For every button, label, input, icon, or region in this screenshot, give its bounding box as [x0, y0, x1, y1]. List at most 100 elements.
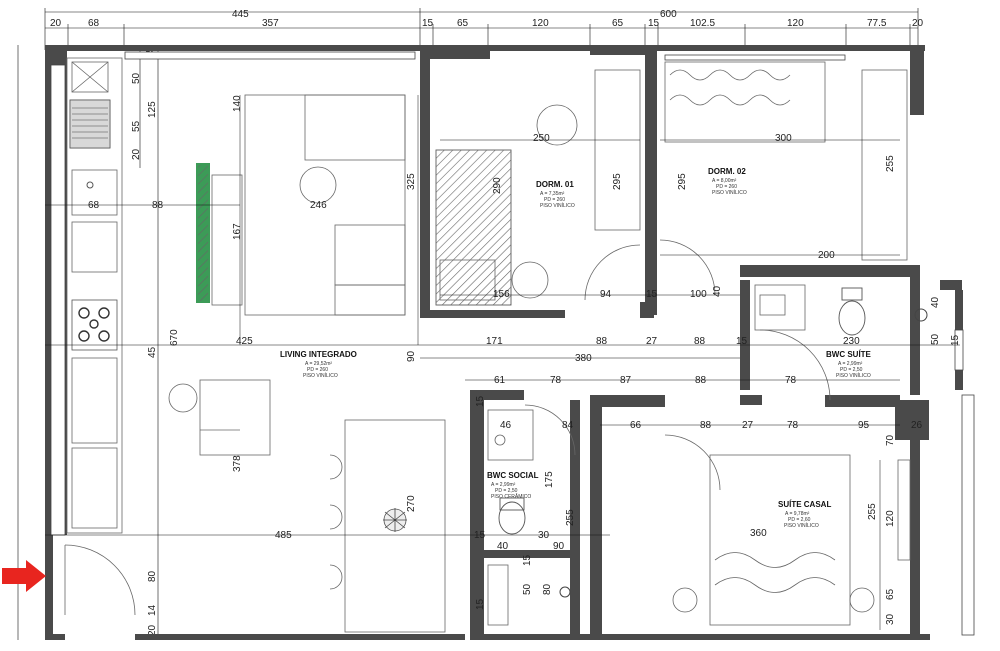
- dim-top-overall-right: 600: [660, 9, 677, 20]
- dim-interior: 270: [406, 495, 417, 512]
- room-area: A = 8,00m²: [712, 178, 737, 184]
- dining-table: [168, 379, 446, 633]
- top-dims: 20 68 357 15 65 120 65 15 102.5 120 77.5…: [50, 18, 924, 29]
- room-area: A = 2,99m²: [491, 482, 516, 488]
- dim-interior: 140: [232, 95, 243, 112]
- dim-interior: 46: [500, 420, 512, 431]
- dim-interior: 78: [787, 420, 799, 431]
- room-floor: PISO VINÍLICO: [712, 189, 747, 196]
- dim-interior: 250: [533, 133, 550, 144]
- dim-left: 14: [147, 604, 158, 616]
- room-label-bwc-suite: BWC SUÍTE A = 2,99m² PD = 2,50 PISO VINÍ…: [826, 350, 872, 379]
- room-pd: PD = 260: [716, 184, 737, 190]
- dim-top: 77.5: [867, 18, 887, 29]
- dim-interior: 100: [690, 289, 707, 300]
- room-pd: PD = 260: [307, 367, 328, 373]
- dim-top-overall-left: 445: [232, 9, 249, 20]
- dim-left: 45: [147, 346, 158, 358]
- room-pd: PD = 260: [544, 197, 565, 203]
- dim-interior: 50: [522, 583, 533, 595]
- dim-interior: 255: [885, 155, 896, 172]
- dorm2-bed: [659, 61, 908, 296]
- suite-bed: [664, 434, 911, 626]
- dim-left: 125: [147, 101, 158, 118]
- top-dimension-lines: [44, 8, 919, 50]
- dim-interior: 380: [575, 353, 592, 364]
- dim-interior: 68: [88, 200, 100, 211]
- dim-interior: 80: [542, 583, 553, 595]
- room-floor: PISO VINÍLICO: [540, 202, 575, 209]
- dim-top: 20: [50, 18, 62, 29]
- dim-interior: 300: [775, 133, 792, 144]
- room-area: A = 2,99m²: [838, 361, 863, 367]
- dim-interior: 66: [630, 420, 642, 431]
- dim-left: 50: [131, 72, 142, 84]
- dim-interior: 95: [858, 420, 870, 431]
- room-floor: PISO VINÍLICO: [303, 372, 338, 379]
- dim-interior: 15: [522, 554, 533, 566]
- room-label-dorm2: DORM. 02 A = 8,00m² PD = 260 PISO VINÍLI…: [708, 167, 747, 196]
- room-pd: PD = 2,50: [495, 488, 518, 494]
- dim-interior: 485: [275, 530, 292, 541]
- room-pd: PD = 2,60: [788, 517, 811, 523]
- sofa: [244, 94, 406, 316]
- windows: [50, 51, 975, 636]
- dim-left: 55: [131, 120, 142, 132]
- dim-left: 20: [147, 624, 158, 636]
- dim-interior: 26: [911, 420, 923, 431]
- room-floor: PISO VINÍLICO: [836, 372, 871, 379]
- dim-top: 65: [612, 18, 624, 29]
- dim-interior: 15: [646, 289, 658, 300]
- shower-drain-icon: [559, 308, 928, 598]
- dim-interior: 200: [818, 250, 835, 261]
- room-floor: PISO VINÍLICO: [784, 522, 819, 529]
- room-label-bwc-social: BWC SOCIAL A = 2,99m² PD = 2,50 PISO CER…: [487, 471, 539, 500]
- dim-interior: 171: [486, 336, 503, 347]
- room-name: BWC SOCIAL: [487, 471, 539, 480]
- dim-interior: 78: [550, 375, 562, 386]
- dim-interior: 15: [474, 530, 486, 541]
- stove-icon: [71, 299, 118, 351]
- dim-top: 20: [912, 18, 924, 29]
- dim-interior: 27: [742, 420, 754, 431]
- room-name: SUÍTE CASAL: [778, 500, 831, 509]
- dim-interior: 88: [596, 336, 608, 347]
- dim-interior: 40: [497, 541, 509, 552]
- dim-interior: 290: [492, 177, 503, 194]
- left-dims: 15 50 125 55 20 20 670 45 80 20 14: [50, 46, 180, 636]
- dim-interior: 15: [475, 395, 486, 407]
- dim-interior: 360: [750, 528, 767, 539]
- dim-interior: 255: [565, 509, 576, 526]
- dim-top: 120: [532, 18, 549, 29]
- plant-icon: [383, 508, 407, 532]
- dim-interior: 90: [553, 541, 565, 552]
- dim-interior: 50: [930, 333, 941, 345]
- dorm1-furniture: [435, 69, 641, 306]
- dim-interior: 40: [930, 296, 941, 308]
- dim-top: 120: [787, 18, 804, 29]
- room-label-suite: SUÍTE CASAL A = 9,78m² PD = 2,60 PISO VI…: [778, 500, 831, 529]
- tv-panel: [196, 163, 243, 306]
- room-label-dorm1: DORM. 01 A = 7,35m² PD = 260 PISO VINÍLI…: [536, 180, 575, 209]
- dim-interior: 255: [867, 503, 878, 520]
- dim-interior: 65: [885, 588, 896, 600]
- toilet-icon: [498, 287, 866, 535]
- interior-dims: 140 246 325 167 68 88 425 90 378 485 270…: [88, 95, 961, 625]
- dim-interior: 27: [646, 336, 658, 347]
- dim-interior: 325: [406, 173, 417, 190]
- dim-interior: 15: [736, 336, 748, 347]
- dim-interior: 90: [406, 350, 417, 362]
- dim-interior: 378: [232, 455, 243, 472]
- dim-top: 68: [88, 18, 100, 29]
- dim-interior: 30: [885, 613, 896, 625]
- room-name: DORM. 02: [708, 167, 746, 176]
- room-name: DORM. 01: [536, 180, 574, 189]
- room-name: LIVING INTEGRADO: [280, 350, 357, 359]
- dim-interior: 88: [695, 375, 707, 386]
- room-area: A = 9,78m²: [785, 511, 810, 517]
- internal-dimension-lines: [45, 95, 960, 630]
- room-floor: PISO CERÂMICO: [491, 493, 531, 500]
- dim-interior: 295: [612, 173, 623, 190]
- dim-interior: 295: [677, 173, 688, 190]
